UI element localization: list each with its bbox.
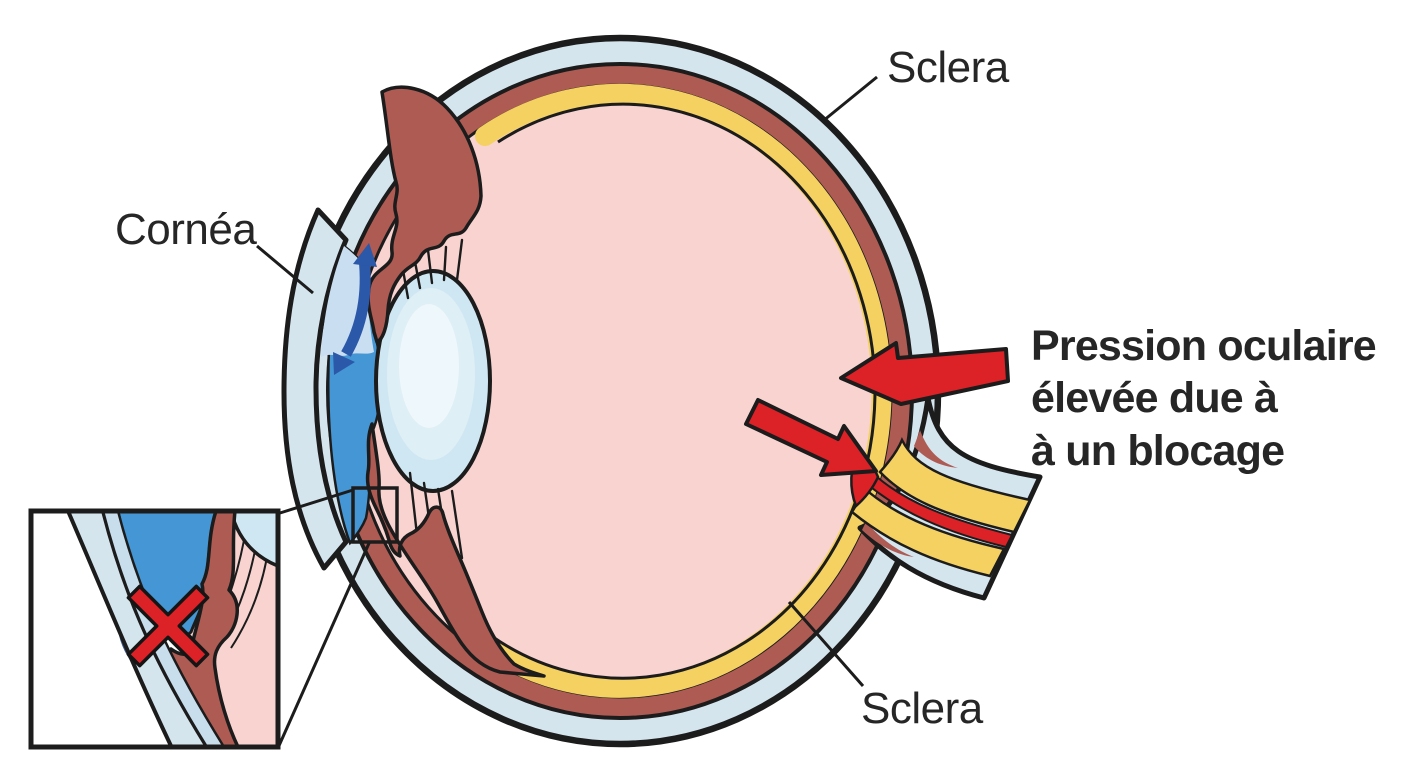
label-pressure-text: Pression oculaire élevée due à à un bloc… (1031, 322, 1377, 475)
inset-border (28, 508, 281, 750)
zonule-fiber (426, 248, 434, 285)
zonule-fiber (450, 489, 464, 560)
iris-ciliary-bottom (365, 422, 546, 678)
fluid-circulation-arrow (333, 243, 377, 375)
magnifier-callout (276, 486, 399, 749)
optic-nerve (850, 395, 1043, 601)
lens (374, 269, 492, 493)
leader-cornea (256, 244, 314, 295)
zonule-fiber (442, 245, 448, 282)
leader-sclera-top (822, 75, 878, 123)
retina-inner-line (489, 102, 877, 680)
lens-highlight (399, 304, 459, 428)
inset-cornea-band-inner (101, 511, 226, 747)
label-sclera-bottom: Sclera (861, 684, 984, 733)
pressure-line-3: à un blocage (1031, 427, 1284, 475)
pressure-arrow-large (839, 341, 1010, 406)
callout-connector-bottom (276, 540, 372, 749)
pressure-arrow-small (744, 398, 878, 477)
zonule-fiber (408, 471, 419, 537)
label-sclera-top: Sclera (887, 43, 1010, 92)
callout-connector-top (279, 488, 354, 515)
nerve-fiber-band-top (878, 437, 1032, 534)
fluid-arrow-curve (341, 257, 371, 357)
iris-ciliary-body (365, 85, 546, 678)
pressure-line-2: élevée due à (1031, 374, 1279, 422)
cornea-shape (281, 207, 349, 571)
choroid-remnant-bottom (862, 522, 914, 557)
blockage-x-mark (126, 584, 210, 668)
inset-blocked-angle (28, 508, 281, 750)
iris-ciliary-top (366, 85, 483, 344)
choroid-remnant-top (914, 430, 958, 468)
pressure-line-1: Pression oculaire (1031, 322, 1376, 370)
pressure-arrows (744, 341, 1010, 477)
annotations: Sclera Cornéa Sclera Pression oculaire é… (115, 43, 1377, 733)
label-cornea: Cornéa (115, 205, 257, 254)
fluid-arrow-head-bottom (333, 352, 355, 375)
leader-sclera-bottom (787, 601, 865, 687)
zonule-fiber (455, 238, 464, 282)
callout-rect (351, 486, 399, 544)
fluid-arrow-head-top (353, 243, 377, 267)
